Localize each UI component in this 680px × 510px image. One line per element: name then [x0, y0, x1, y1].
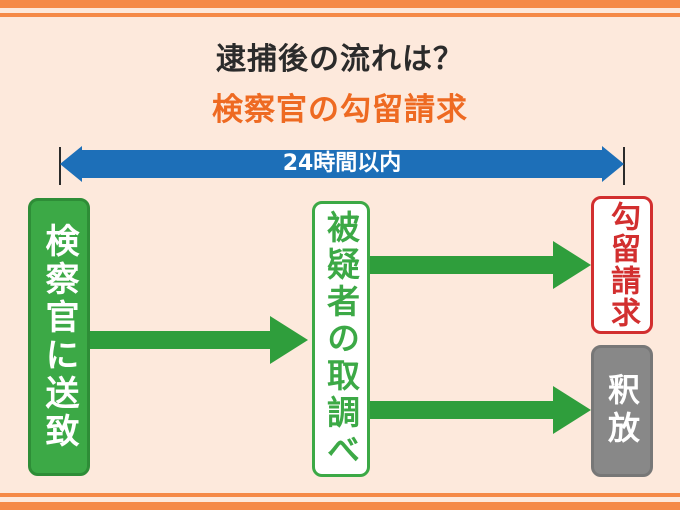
bottom-stripe-thin [0, 493, 680, 497]
arrow-to-release [370, 386, 591, 434]
node-sent-to-prosecutor: 検察官に送致 [28, 198, 90, 476]
title-line-2: 検察官の勾留請求 [212, 92, 468, 128]
node-interrogation: 被疑者の取調べ [312, 201, 370, 477]
time-span-label: 24時間以内 [282, 151, 402, 176]
arrow-to-interrogation [90, 316, 308, 364]
span-start-tick [59, 147, 61, 185]
node-detention-request: 勾留請求 [591, 196, 653, 334]
top-stripe-thick [0, 0, 680, 8]
node-release-label: 釈放 [603, 373, 641, 449]
node-sent-to-prosecutor-label: 検察官に送致 [39, 223, 79, 451]
bottom-stripe-thick [0, 502, 680, 510]
top-stripe-thin [0, 13, 680, 17]
arrow-to-detention-request [370, 241, 591, 289]
span-end-tick [623, 147, 625, 185]
title-line-1: 逮捕後の流れは？ [216, 42, 464, 77]
node-detention-request-label: 勾留請求 [605, 201, 640, 329]
double-arrow-icon [60, 146, 624, 182]
node-interrogation-label: 被疑者の取調べ [321, 209, 361, 469]
node-release: 釈放 [591, 345, 653, 477]
